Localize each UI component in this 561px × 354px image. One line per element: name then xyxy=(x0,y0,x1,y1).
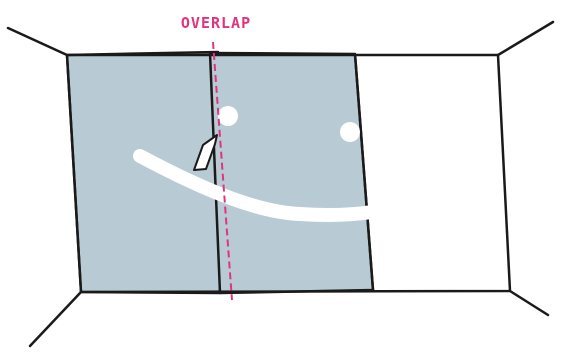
room-corner-lines xyxy=(6,20,555,348)
left-wallpaper-panel xyxy=(65,50,222,295)
right-wallpaper-panel xyxy=(208,51,375,295)
overlap-label: OVERLAP xyxy=(181,14,251,32)
top-left-corner-line xyxy=(6,26,69,57)
seam-tool xyxy=(193,134,218,171)
light-hole-left xyxy=(218,106,238,126)
bottom-right-corner-line xyxy=(508,289,550,317)
light-hole-right xyxy=(340,122,360,142)
right-panel-edge xyxy=(353,53,375,291)
overlap-guide-line xyxy=(212,41,233,301)
bottom-left-corner-line xyxy=(28,290,83,348)
smoothing-stroke xyxy=(133,149,379,223)
top-right-corner-line xyxy=(496,20,555,57)
